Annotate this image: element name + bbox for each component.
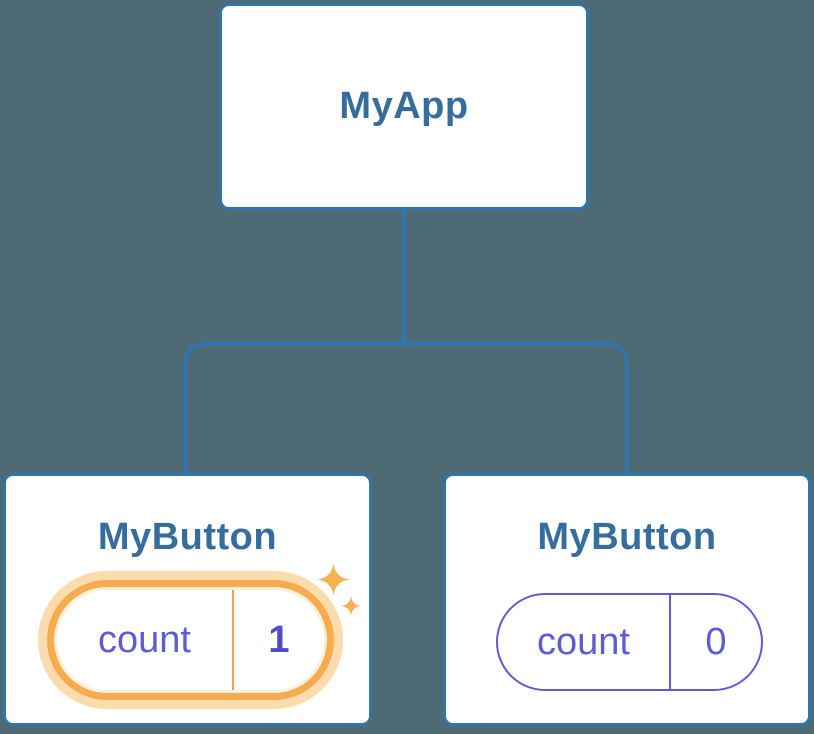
component-node-button-1: MyButton count 1: [3, 473, 372, 726]
state-value: 0: [705, 620, 727, 663]
component-label-button-2: MyButton: [537, 516, 717, 558]
state-name-label: count: [57, 590, 234, 690]
component-node-button-2: MyButton count 0: [443, 473, 811, 726]
sparkle-icon: [317, 563, 350, 596]
component-label-root: MyApp: [339, 85, 469, 127]
sparkle-icon: [341, 596, 361, 616]
component-label-button-1: MyButton: [97, 516, 278, 558]
component-node-root: MyApp: [219, 3, 589, 210]
state-name-label: count: [498, 595, 671, 689]
state-pill-highlighted: count 1: [57, 590, 324, 690]
state-value: 1: [268, 618, 290, 661]
state-pill: count 0: [496, 593, 763, 691]
